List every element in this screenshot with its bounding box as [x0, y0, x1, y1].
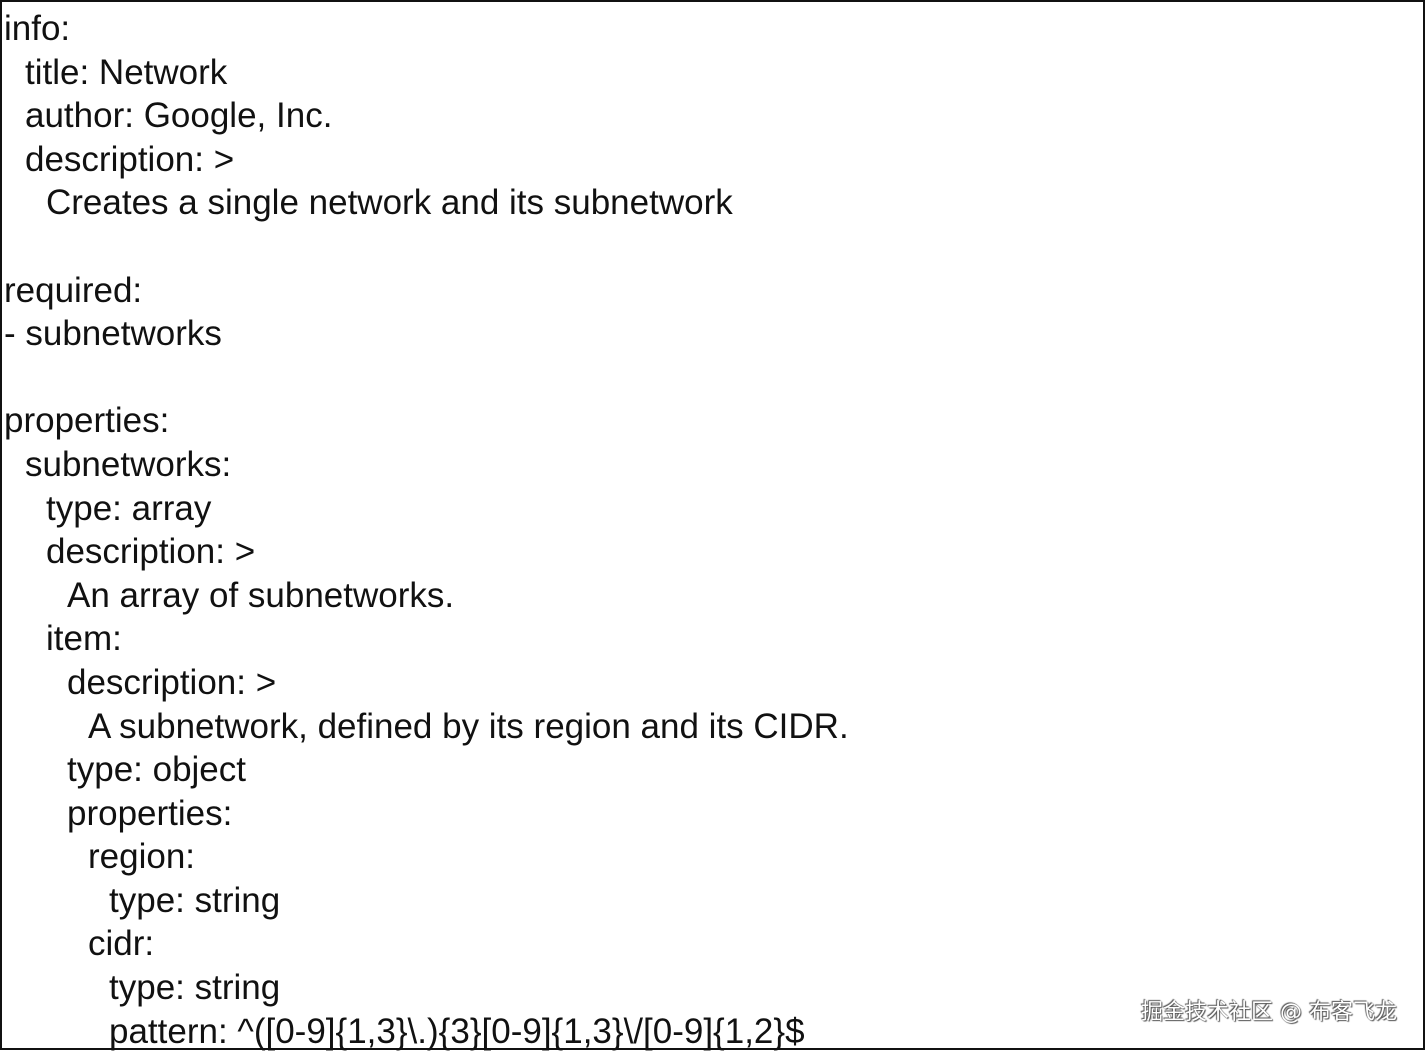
blank-line — [2, 225, 849, 269]
document-line: subnetworks: — [25, 444, 232, 484]
document-line: type: object — [67, 750, 246, 790]
document-line: title: Network — [25, 52, 228, 92]
watermark: 掘金技术社区 @ 布客飞龙 — [1141, 1000, 1397, 1025]
document-line: An array of subnetworks. — [67, 575, 455, 615]
document-line: description: > — [25, 139, 235, 179]
document-line: description: > — [46, 532, 256, 572]
document-line: pattern: ^([0-9]{1,3}\.){3}[0-9]{1,3}\/[… — [109, 1011, 805, 1051]
document-line: properties: — [67, 793, 233, 833]
document-line: cidr: — [88, 924, 155, 964]
document-line: type: string — [109, 968, 281, 1008]
document-line: properties: — [4, 401, 170, 441]
document-line: Creates a single network and its subnetw… — [46, 183, 733, 223]
document-line: info: — [4, 9, 71, 48]
document-line: author: Google, Inc. — [25, 96, 333, 136]
document-line: - subnetworks — [4, 314, 222, 354]
document-line: description: > — [67, 662, 277, 702]
document-line: type: string — [109, 880, 281, 920]
document-line: item: — [46, 619, 122, 659]
blank-line — [2, 356, 849, 400]
document-line: required: — [4, 270, 143, 310]
document-line: A subnetwork, defined by its region and … — [88, 706, 849, 746]
document-line: type: array — [46, 488, 212, 528]
document-line: region: — [88, 837, 196, 877]
